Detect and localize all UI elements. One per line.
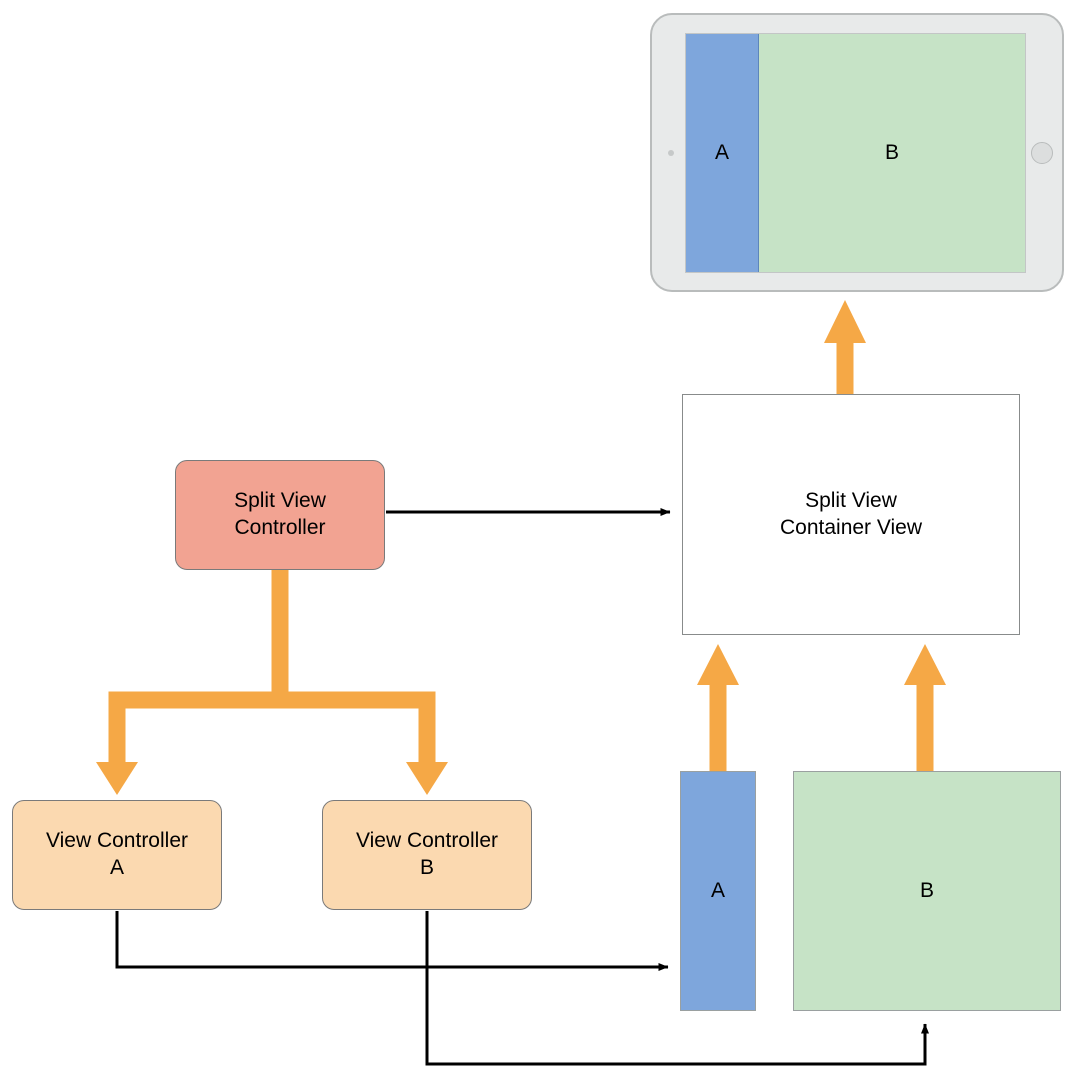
arrowhead-view-a-to-container xyxy=(697,644,739,685)
edge-vc-a-to-view-a xyxy=(115,911,669,971)
edge-svc-to-vc-a-and-b xyxy=(96,570,448,795)
arrowhead-to-vc-a xyxy=(96,762,138,795)
tablet-screen: A B xyxy=(685,33,1026,273)
camera-dot xyxy=(668,149,674,156)
node-view-controller-a: View Controller A xyxy=(12,800,222,910)
node-split-view-container-view: Split View Container View xyxy=(682,394,1020,635)
device-pane-b: B xyxy=(759,34,1025,272)
node-view-a: A xyxy=(680,771,756,1011)
arrowhead-view-b-to-container xyxy=(904,644,946,685)
arrowhead-to-vc-b xyxy=(406,762,448,795)
edge-view-b-to-container xyxy=(904,644,946,771)
node-view-controller-b: View Controller B xyxy=(322,800,532,910)
node-view-b: B xyxy=(793,771,1061,1011)
edge-vc-b-to-view-b xyxy=(425,911,929,1066)
home-button-icon[interactable] xyxy=(1031,141,1053,164)
arrowhead-container-to-device xyxy=(824,300,866,343)
tablet-device: A B xyxy=(650,13,1064,292)
device-pane-a: A xyxy=(686,34,759,272)
edge-view-a-to-container xyxy=(697,644,739,771)
node-split-view-controller: Split View Controller xyxy=(175,460,385,570)
edge-container-to-device xyxy=(824,300,866,394)
